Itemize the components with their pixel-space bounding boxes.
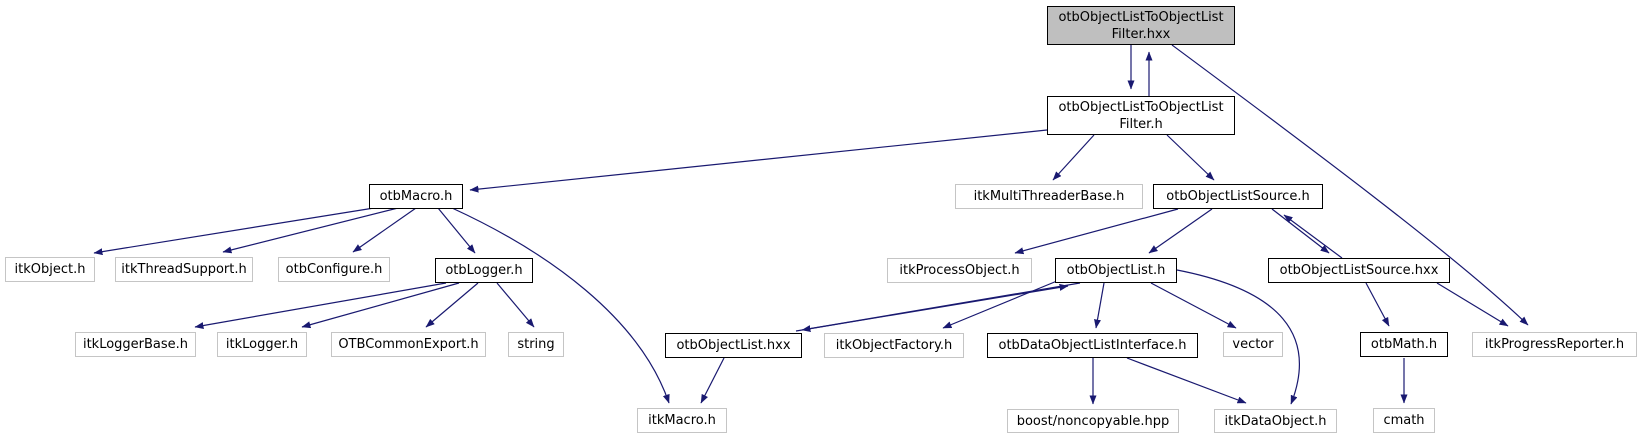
- node-itkmacro-h[interactable]: itkMacro.h: [637, 408, 727, 433]
- edge-otbobjectlist-h-to-otbdataobjectlistinterface: [1094, 282, 1105, 329]
- node-label: itkMultiThreaderBase.h: [973, 189, 1125, 204]
- edge-otbmacro-to-itkobject: [93, 207, 375, 256]
- node-label: otbMacro.h: [379, 189, 453, 204]
- node-label: OTBCommonExport.h: [338, 337, 479, 352]
- edge-otbmacro-to-itkmacro: [451, 207, 670, 404]
- node-otbmacro-h[interactable]: otbMacro.h: [369, 184, 463, 209]
- node-otbmath-h[interactable]: otbMath.h: [1360, 332, 1448, 357]
- node-itkprogressreporter-h[interactable]: itkProgressReporter.h: [1472, 332, 1637, 357]
- node-otbobjectlist-h[interactable]: otbObjectList.h: [1055, 258, 1177, 283]
- node-itkloggerbase-h[interactable]: itkLoggerBase.h: [75, 332, 196, 357]
- node-otblogger-h[interactable]: otbLogger.h: [435, 258, 533, 283]
- node-string[interactable]: string: [508, 332, 564, 357]
- node-itkthreadsupport-h[interactable]: itkThreadSupport.h: [115, 257, 253, 282]
- node-label: itkObject.h: [14, 262, 86, 277]
- edge-otbobjectlistsource-hxx-to-otbobjectlistsource-h: [1283, 214, 1343, 259]
- node-label: Filter.h: [1119, 116, 1163, 132]
- node-itklogger-h[interactable]: itkLogger.h: [217, 332, 307, 357]
- edge-otbobjectlistsource-h-to-otbobjectlistsource-hxx: [1271, 208, 1330, 254]
- node-label: otbObjectListSource.hxx: [1279, 263, 1439, 278]
- node-label: boost/noncopyable.hpp: [1016, 413, 1170, 429]
- edge-otbmacro-to-itkthreadsupport: [222, 207, 399, 254]
- edge-otbobjectlist-h-to-itkobjectfactory: [942, 280, 1058, 329]
- node-label: otbObjectListToObjectList: [1058, 99, 1224, 115]
- edge-otbobjectlist-h-to-itkdataobject: [1176, 269, 1300, 405]
- node-label: cmath: [1383, 413, 1425, 428]
- node-otbobjectlisttoobjectlistfilter-h[interactable]: otbObjectListToObjectList Filter.h: [1047, 96, 1235, 135]
- node-itkdataobject-h[interactable]: itkDataObject.h: [1214, 409, 1337, 433]
- node-label: itkLogger.h: [225, 337, 299, 352]
- edge-otbobjectlistsource-h-to-otbobjectlist-h: [1148, 208, 1213, 254]
- node-otbconfigure-h[interactable]: otbConfigure.h: [278, 257, 390, 282]
- node-otbobjectlistsource-hxx[interactable]: otbObjectListSource.hxx: [1268, 258, 1450, 283]
- node-label: otbMath.h: [1370, 337, 1438, 352]
- edge-otblogger-to-itkloggerbase: [194, 282, 447, 329]
- edge-filter-h-to-otbmacro: [469, 129, 1048, 193]
- node-label: otbObjectList.hxx: [676, 338, 791, 353]
- edge-filter-hxx-to-itkprogressreporter: [1171, 44, 1529, 326]
- edge-otbmacro-to-otblogger: [437, 207, 476, 254]
- node-itkobject-h[interactable]: itkObject.h: [5, 257, 95, 282]
- node-itkprocessobject-h[interactable]: itkProcessObject.h: [887, 258, 1032, 283]
- node-label: itkProgressReporter.h: [1484, 337, 1625, 352]
- edge-otbdataobjectlistinterface-to-itkdataobject: [1126, 357, 1247, 404]
- node-label: otbLogger.h: [445, 263, 523, 278]
- node-label: string: [517, 337, 555, 352]
- node-boost-noncopyable-hpp[interactable]: boost/noncopyable.hpp: [1007, 409, 1179, 433]
- edge-otblogger-to-otbcommonexport: [425, 282, 479, 328]
- node-label: vector: [1232, 337, 1274, 352]
- edge-otbobjectlist-hxx-to-itkmacro: [700, 357, 725, 404]
- node-itkmultithreaderbase-h[interactable]: itkMultiThreaderBase.h: [955, 184, 1143, 209]
- node-label: itkMacro.h: [648, 413, 716, 428]
- node-cmath[interactable]: cmath: [1373, 408, 1435, 433]
- edge-filter-h-to-itkmultithreaderbase: [1052, 134, 1095, 181]
- edge-otbobjectlistsource-h-to-itkprocessobject: [1014, 208, 1179, 255]
- node-vector[interactable]: vector: [1223, 332, 1283, 357]
- node-otbobjectlist-hxx[interactable]: otbObjectList.hxx: [665, 333, 802, 358]
- node-label: itkThreadSupport.h: [121, 262, 247, 277]
- edge-otblogger-to-string: [496, 282, 535, 328]
- node-otbobjectlisttoobjectlistfilter-hxx[interactable]: otbObjectListToObjectList Filter.hxx: [1047, 6, 1235, 45]
- edge-otbobjectlist-h-to-vector: [1150, 282, 1237, 329]
- edge-otbobjectlistsource-hxx-to-itkprogressreporter: [1436, 282, 1509, 327]
- node-label: Filter.hxx: [1111, 26, 1171, 42]
- node-label: otbConfigure.h: [285, 262, 383, 277]
- node-label: otbObjectListToObjectList: [1058, 9, 1224, 25]
- node-label: itkObjectFactory.h: [835, 338, 953, 353]
- node-label: itkDataObject.h: [1224, 413, 1327, 429]
- edge-otbmacro-to-otbconfigure: [352, 207, 417, 253]
- edge-otbobjectlist-hxx-to-otbobjectlist-h: [795, 283, 1069, 332]
- edge-otbobjectlistsource-hxx-to-otbmath: [1365, 282, 1390, 327]
- node-label: otbDataObjectListInterface.h: [998, 338, 1187, 353]
- node-label: itkProcessObject.h: [899, 263, 1020, 278]
- node-otbobjectlistsource-h[interactable]: otbObjectListSource.h: [1153, 184, 1323, 209]
- node-itkobjectfactory-h[interactable]: itkObjectFactory.h: [824, 333, 964, 358]
- node-label: otbObjectList.h: [1066, 263, 1166, 278]
- node-otbdataobjectlistinterface-h[interactable]: otbDataObjectListInterface.h: [987, 333, 1198, 358]
- edge-otblogger-to-itklogger: [301, 282, 460, 329]
- node-otbcommonexport-h[interactable]: OTBCommonExport.h: [331, 332, 486, 357]
- node-label: itkLoggerBase.h: [82, 337, 189, 352]
- edge-filter-h-to-otbobjectlistsource-h: [1166, 134, 1215, 181]
- node-label: otbObjectListSource.h: [1166, 189, 1310, 204]
